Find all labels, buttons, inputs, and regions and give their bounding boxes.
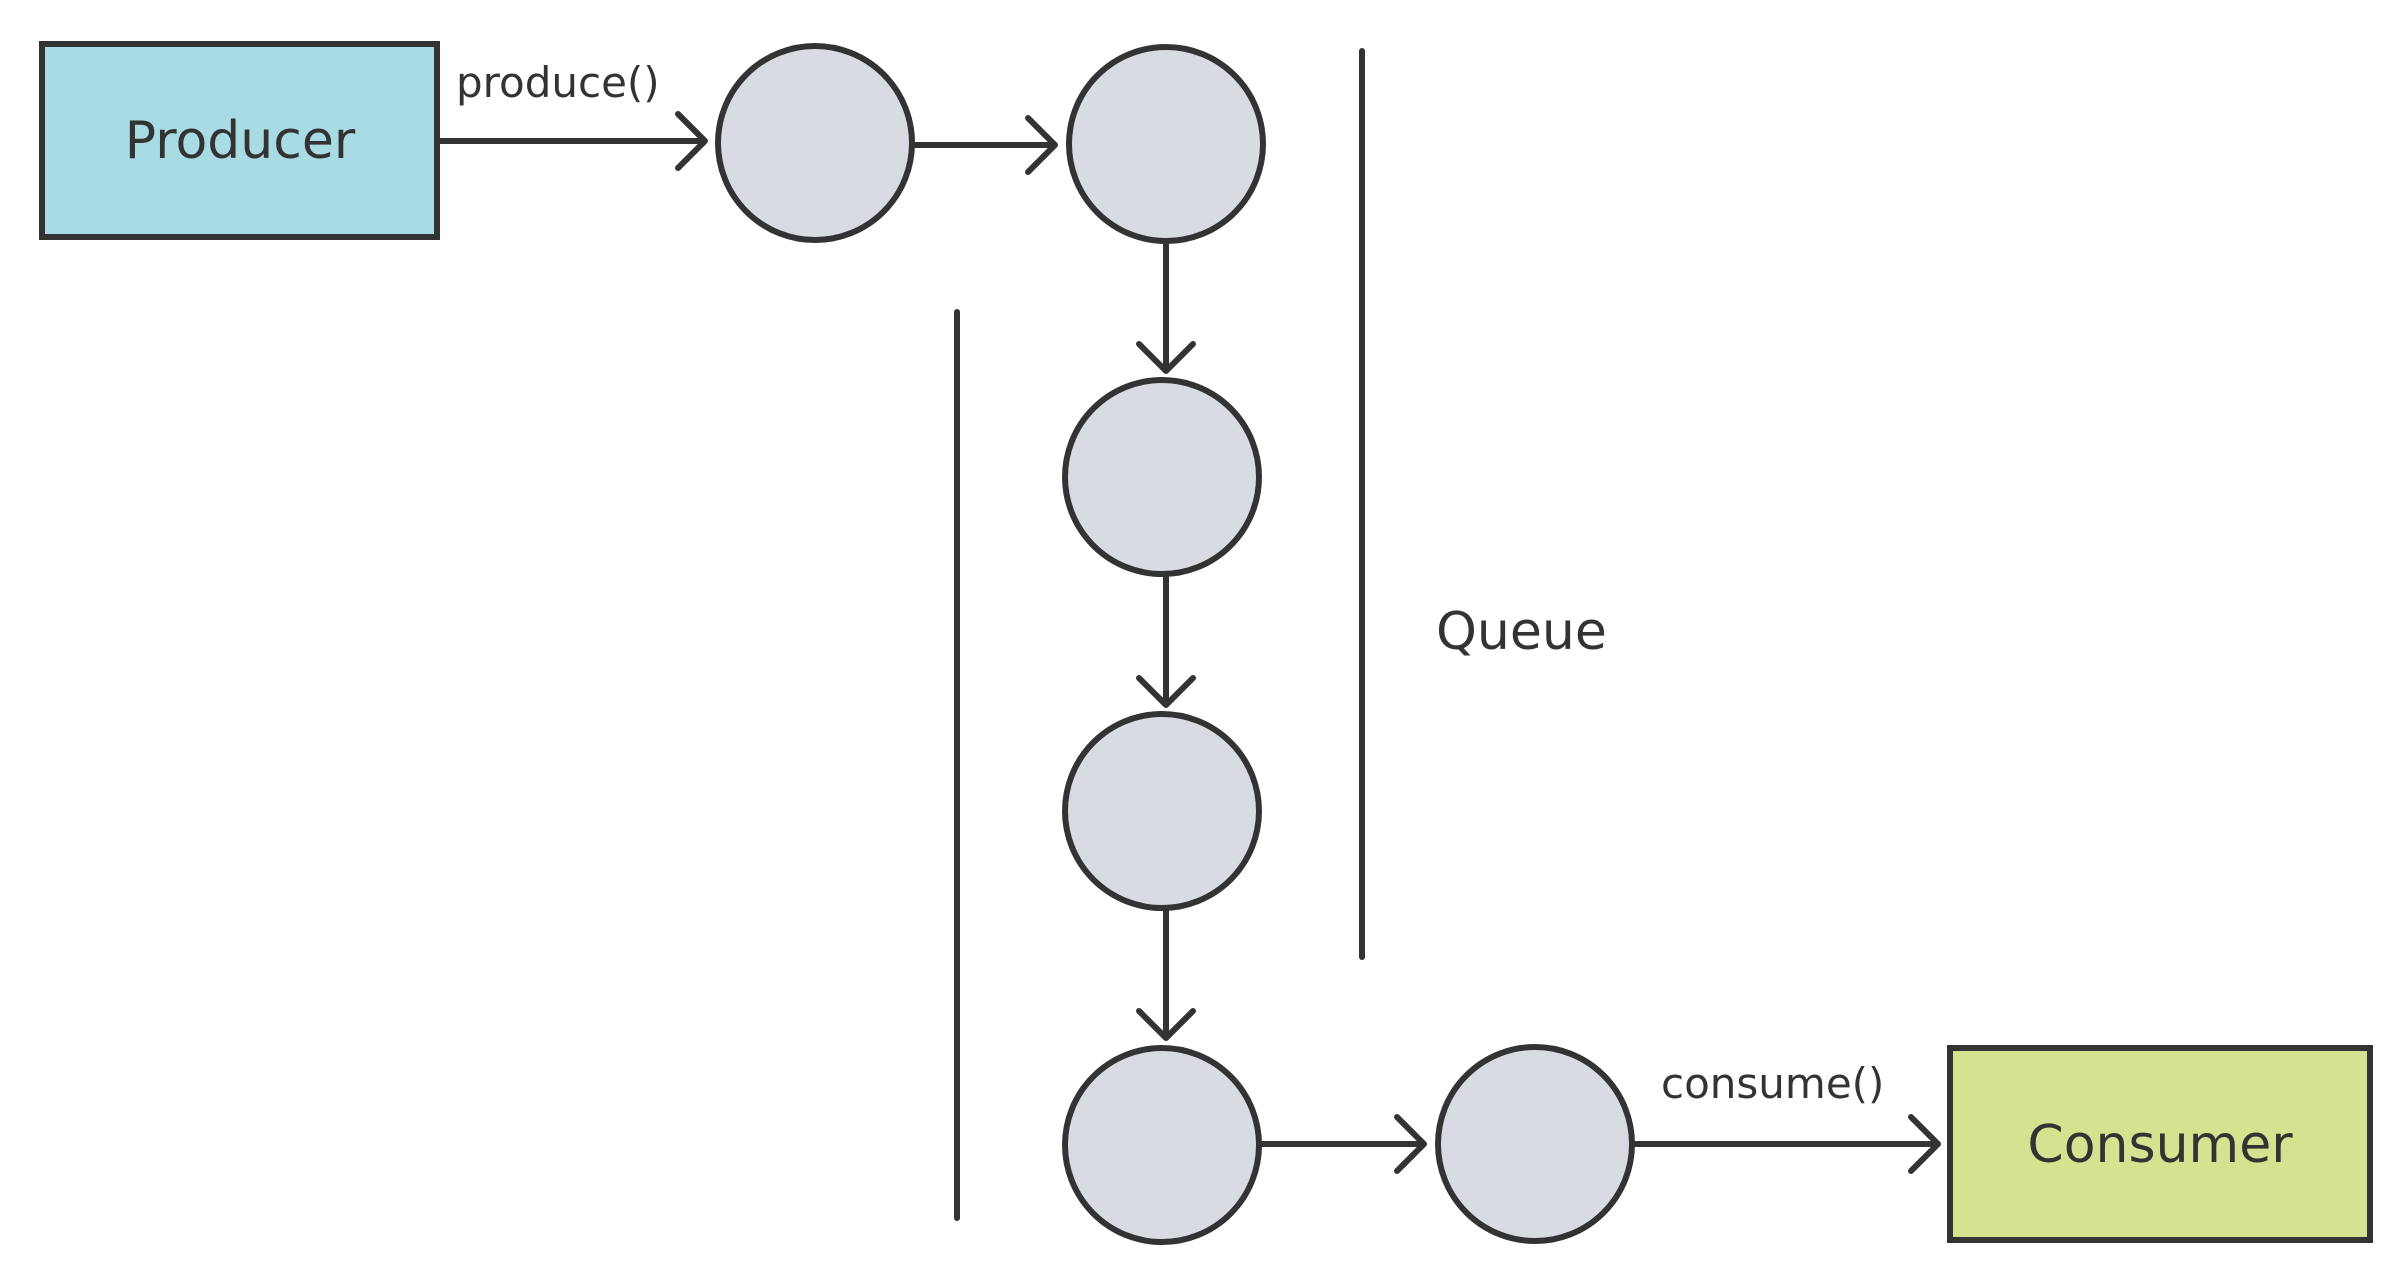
producer-label: Producer [125, 111, 356, 171]
queue-edge-arrowhead [1136, 1008, 1196, 1041]
enqueue-edge [909, 115, 1058, 175]
enqueue-edge-arrowhead [1025, 115, 1058, 175]
queue-edge-arrowhead [1136, 341, 1196, 374]
queue-edges [1136, 238, 1196, 1041]
consumer-label: Consumer [2027, 1115, 2293, 1175]
queue-node [1062, 711, 1262, 911]
incoming-node [715, 43, 915, 243]
queue-edge-arrowhead [1136, 675, 1196, 708]
consume-edge-arrowhead [1908, 1114, 1941, 1174]
produce-edge-arrowhead [675, 111, 708, 171]
queue-node [1062, 377, 1262, 577]
producer-node: Producer [39, 41, 440, 240]
dequeue-edge-arrowhead [1394, 1114, 1427, 1174]
consumer-node: Consumer [1947, 1045, 2373, 1243]
queue-node [1062, 1045, 1262, 1245]
dequeue-edge [1256, 1114, 1427, 1174]
produce-edge-label: produce() [456, 58, 660, 107]
produce-edge: produce() [434, 58, 708, 171]
producer-box [39, 41, 440, 240]
consume-edge: consume() [1629, 1059, 1941, 1174]
consume-edge-label: consume() [1661, 1059, 1884, 1108]
queue-node [1066, 44, 1266, 244]
queue-label: Queue [1436, 602, 1607, 662]
outgoing-node [1435, 1044, 1635, 1244]
consumer-box [1947, 1045, 2373, 1243]
